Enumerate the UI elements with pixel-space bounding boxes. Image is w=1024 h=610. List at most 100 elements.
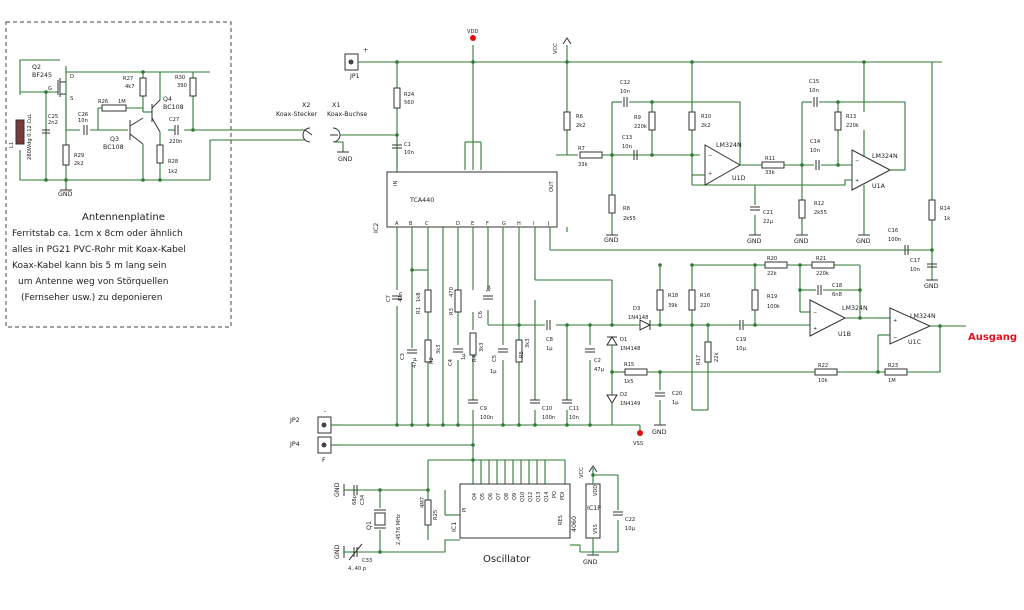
r24-ref: R24 xyxy=(404,92,415,98)
c16-value: 100n xyxy=(888,237,901,243)
r30-ref: R30 xyxy=(175,75,185,81)
oscillator-title: Oscillator xyxy=(483,554,531,565)
plus-sign: + xyxy=(813,326,817,332)
r9-value: 220k xyxy=(634,124,647,130)
d2-value: 1N4149 xyxy=(620,401,640,407)
r1-ref: R1 xyxy=(416,307,422,314)
capacitor-c3: C3 47µ xyxy=(400,349,418,368)
capacitor-c8: C8 1µ xyxy=(546,320,553,352)
c5-ref: C5 xyxy=(492,355,498,362)
vcc-label: VCC xyxy=(553,43,559,54)
c19-ref: C19 xyxy=(736,337,746,343)
resistor-r6: R6 2k2 xyxy=(563,111,586,131)
junction xyxy=(836,100,840,104)
capacitor-c4: C4 1µ xyxy=(448,348,467,366)
junction xyxy=(501,423,505,427)
r11-value: 33k xyxy=(765,170,775,176)
vcc-supply: VCC xyxy=(553,37,572,54)
c5-value: 1µ xyxy=(490,369,497,375)
c15-ref: C15 xyxy=(809,79,819,85)
capacitor-c34: C34 68p xyxy=(352,485,366,505)
r21-ref: R21 xyxy=(816,256,826,262)
junction xyxy=(565,423,569,427)
minus-sign: − xyxy=(893,335,897,341)
junction xyxy=(591,473,595,477)
junction xyxy=(858,316,862,320)
junction xyxy=(517,323,521,327)
capacitor-c11: C11 10n xyxy=(562,399,579,421)
r5-ref: R5 xyxy=(519,351,525,358)
c17-ref: C17 xyxy=(910,258,920,264)
jp4-header: JP4 F xyxy=(289,436,332,464)
ic-4060-power: IC1P VDD VSS xyxy=(585,483,601,539)
junction xyxy=(610,370,614,374)
r7-ref: R7 xyxy=(578,146,585,152)
gnd-label: GND xyxy=(334,544,341,559)
junction xyxy=(658,323,662,327)
coil-l1: L1 280Wdg 0.12 CuL xyxy=(9,114,33,160)
r4-value: 3k3 xyxy=(479,342,485,352)
gnd-label: GND xyxy=(794,238,809,245)
ic1-pin-q8: Q8 xyxy=(504,493,510,500)
ic2-pin-i: I xyxy=(533,221,534,227)
u1a-ref: U1A xyxy=(872,183,886,190)
c7-value: 47n xyxy=(398,292,404,302)
c25-ref: C25 xyxy=(48,114,58,120)
ic2-pin-a: A xyxy=(395,221,399,227)
c7-ref: C7 xyxy=(386,295,392,302)
q1-ref: Q1 xyxy=(366,521,373,530)
junction xyxy=(650,153,654,157)
r14-ref: R14 xyxy=(940,206,951,212)
gnd-label: GND xyxy=(583,559,598,566)
r13-value: 220k xyxy=(846,123,859,129)
resistor-r27: R27 4k7 xyxy=(123,76,147,97)
ic2-pin-c: C xyxy=(425,221,429,227)
junction xyxy=(395,60,399,64)
q2-pin-s: S xyxy=(70,96,73,102)
d3-ref: D3 xyxy=(633,306,640,312)
output-label: Ausgang xyxy=(968,332,1017,343)
resistor-r28: R28 1k2 xyxy=(156,144,178,175)
c15-value: 10n xyxy=(809,88,819,94)
r2-value: 3k3 xyxy=(436,344,442,354)
junction xyxy=(64,178,68,182)
ic1-pin-q13: Q13 xyxy=(536,492,542,502)
junction xyxy=(753,263,757,267)
r26-ref: R26 xyxy=(98,99,108,105)
resistor-r10: R10 2k2 xyxy=(688,111,711,131)
opamp-u1a: − + U1A LM324N xyxy=(851,149,898,191)
transistor-q3: Q3 BC108 xyxy=(103,117,144,151)
c34-value: 68p xyxy=(352,494,358,505)
gnd-label: GND xyxy=(604,237,619,244)
junction xyxy=(395,423,399,427)
ic2-bottom-wires xyxy=(340,227,932,460)
resistor-r25: R25 4M7 xyxy=(420,497,439,526)
r23-ref: R23 xyxy=(888,363,898,369)
junction xyxy=(610,153,614,157)
resistor-r8: R8 2k55 xyxy=(608,194,636,222)
l1-ref: L1 xyxy=(9,142,15,148)
resistor-r5: R5 3k3 xyxy=(515,338,531,363)
resistor-r23: R23 1M xyxy=(884,363,908,384)
c11-ref: C11 xyxy=(569,406,579,412)
junction xyxy=(441,423,445,427)
resistor-r1: R1 1k8 xyxy=(416,289,432,314)
q2-value: BF245 xyxy=(32,72,52,79)
junction xyxy=(930,248,934,252)
c21-value: 22µ xyxy=(763,219,774,225)
c27-value: 220n xyxy=(169,139,182,145)
c18-value: 6n8 xyxy=(832,292,842,298)
capacitor-c2: C2 47µ xyxy=(585,348,605,373)
opamp-u1b: − + U1B LM324N xyxy=(809,299,868,338)
capacitor-c16: C16 100n xyxy=(888,228,909,255)
q3-value: BC108 xyxy=(103,144,124,151)
resistor-r12: R12 2k55 xyxy=(798,199,827,219)
note-line: alles in PG21 PVC-Rohr mit Koax-Kabel xyxy=(12,245,186,255)
capacitor-c22: C22 10µ xyxy=(613,511,636,532)
c9-value: 100n xyxy=(480,415,493,421)
ic1-pin-q7: Q7 xyxy=(496,493,502,500)
c1-value: 10n xyxy=(404,150,414,156)
resistor-r29: R29 2k2 xyxy=(62,144,84,167)
q1-value: 2,4576 MHz xyxy=(396,514,402,545)
q2-pin-d: D xyxy=(70,74,74,80)
